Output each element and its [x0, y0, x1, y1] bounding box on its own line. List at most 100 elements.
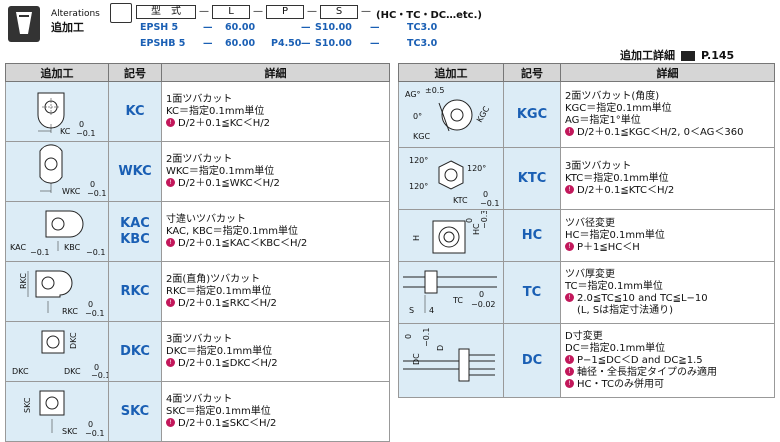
pin-icon: !: [565, 185, 574, 194]
code-wkc: WKC: [108, 141, 162, 202]
detail-skc: 4面ツバカット SKC＝指定0.1mm単位 !D/2＋0.1≦SKC＜H/2: [161, 381, 390, 442]
code-kgc: KGC: [503, 81, 561, 148]
svg-text:0: 0: [90, 180, 95, 189]
figure-skc: SKC SKC 0 −0.1: [5, 381, 109, 442]
code-ktc: KTC: [503, 147, 561, 210]
col-header-code: 記号: [108, 63, 162, 82]
svg-text:KBC: KBC: [64, 243, 81, 252]
detail-kac: 寸違いツバカット KAC, KBC＝指定0.1mm単位 !D/2＋0.1≦KAC…: [161, 201, 390, 262]
figure-dkc: DKC DKC DKC 0 −0.1: [5, 321, 109, 382]
box-s: S: [320, 5, 358, 19]
svg-text:KC: KC: [60, 127, 71, 136]
box-l: L: [212, 5, 250, 19]
svg-text:AG°: AG°: [405, 90, 421, 99]
svg-text:0: 0: [88, 300, 93, 309]
pin-icon: !: [565, 355, 574, 364]
table-row: DKC DKC DKC 0 −0.1 DKC 3面ツバカット DKC＝指定0.1…: [5, 321, 390, 382]
svg-text:120°: 120°: [409, 156, 428, 165]
svg-text:SKC: SKC: [62, 427, 78, 436]
svg-text:0: 0: [404, 333, 413, 338]
svg-text:0: 0: [479, 290, 484, 299]
figure-dc: DC 0 −0.1 D: [398, 323, 504, 398]
ref-page: P.145: [701, 49, 735, 62]
svg-text:KGC: KGC: [413, 132, 430, 141]
svg-text:0°: 0°: [413, 112, 422, 121]
svg-text:TC: TC: [452, 296, 463, 305]
detail-rkc: 2面(直角)ツバカット RKC＝指定0.1mm単位 !D/2＋0.1≦RKC＜H…: [161, 261, 390, 322]
svg-text:−0.1: −0.1: [85, 429, 104, 438]
alterations-table-right: 追加工 記号 詳細 AG° ±0.5 0° KGC KGC KGC 2面ツバカッ…: [398, 63, 775, 398]
table-row: H HC 0 −0.3 HC ツバ径変更 HC＝指定0.1mm単位 !P＋1≦H…: [398, 209, 775, 262]
svg-text:±0.5: ±0.5: [425, 86, 444, 95]
alterations-table-left: 追加工 記号 詳細 KC 0 −0.1 KC 1面ツバカット KC＝指定0.1m…: [5, 63, 390, 442]
pin-icon: !: [166, 358, 175, 367]
svg-text:−0.1: −0.1: [91, 371, 108, 380]
col-header-detail: 詳細: [161, 63, 390, 82]
pin-icon: !: [565, 127, 574, 136]
code-rkc: RKC: [108, 261, 162, 322]
svg-text:−0.1: −0.1: [30, 248, 49, 257]
svg-text:−0.1: −0.1: [87, 189, 106, 198]
table-row: RKC RKC 0 −0.1 RKC 2面(直角)ツバカット RKC＝指定0.1…: [5, 261, 390, 322]
code-kc: KC: [108, 81, 162, 142]
svg-text:0: 0: [483, 190, 488, 199]
svg-text:KAC: KAC: [10, 243, 26, 252]
table-row: S 4 TC 0 −0.02 TC ツバ厚変更 TC＝指定0.1mm単位 !2.…: [398, 261, 775, 324]
svg-text:−0.1: −0.1: [76, 129, 95, 138]
figure-ktc: 120° 120° 120° KTC 0 −0.1: [398, 147, 504, 210]
svg-text:120°: 120°: [409, 182, 428, 191]
pin-icon: !: [166, 298, 175, 307]
book-icon: [681, 51, 695, 61]
table-row: 120° 120° 120° KTC 0 −0.1 KTC 3面ツバカット KT…: [398, 147, 775, 210]
pin-icon: !: [565, 293, 574, 302]
detail-dkc: 3面ツバカット DKC＝指定0.1mm単位 !D/2＋0.1≦DKC＜H/2: [161, 321, 390, 382]
code-skc: SKC: [108, 381, 162, 442]
svg-text:0: 0: [94, 363, 99, 372]
detail-wkc: 2面ツバカット WKC＝指定0.1mm単位 !D/2＋0.1≦WKC＜H/2: [161, 141, 390, 202]
pin-icon: !: [166, 418, 175, 427]
table-row: KC 0 −0.1 KC 1面ツバカット KC＝指定0.1mm単位 !D/2＋0…: [5, 81, 390, 142]
code-tc: TC: [503, 261, 561, 324]
detail-kgc: 2面ツバカット(角度) KGC＝指定0.1mm単位 AG＝指定1°単位 !D/2…: [560, 81, 775, 148]
code-dkc: DKC: [108, 321, 162, 382]
table-row: WKC 0 −0.1 WKC 2面ツバカット WKC＝指定0.1mm単位 !D/…: [5, 141, 390, 202]
figure-tc: S 4 TC 0 −0.02: [398, 261, 504, 324]
ref-label: 追加工詳細: [620, 49, 675, 62]
figure-kac: KAC −0.1 KBC −0.1: [5, 201, 109, 262]
figure-wkc: WKC 0 −0.1: [5, 141, 109, 202]
detail-tc: ツバ厚変更 TC＝指定0.1mm単位 !2.0≦TC≦10 and TC≦L−1…: [560, 261, 775, 324]
pin-icon: !: [565, 242, 574, 251]
svg-text:DKC: DKC: [69, 332, 78, 349]
svg-text:−0.3: −0.3: [480, 211, 489, 229]
svg-text:−0.1: −0.1: [480, 199, 499, 208]
svg-text:SKC: SKC: [23, 397, 32, 413]
col-header-alteration: 追加工: [5, 63, 109, 82]
svg-text:RKC: RKC: [62, 307, 78, 316]
detail-kc: 1面ツバカット KC＝指定0.1mm単位 !D/2＋0.1≦KC＜H/2: [161, 81, 390, 142]
svg-text:−0.02: −0.02: [471, 300, 496, 309]
detail-ktc: 3面ツバカット KTC＝指定0.1mm単位 !D/2＋0.1≦KTC＜H/2: [560, 147, 775, 210]
alterations-icon: [8, 6, 40, 42]
col-header-code: 記号: [503, 63, 561, 82]
svg-text:KGC: KGC: [475, 104, 492, 124]
svg-text:−0.1: −0.1: [422, 327, 431, 346]
svg-text:0: 0: [88, 420, 93, 429]
svg-text:−0.1: −0.1: [86, 248, 105, 257]
detail-hc: ツバ径変更 HC＝指定0.1mm単位 !P＋1≦HC＜H: [560, 209, 775, 262]
svg-text:S: S: [409, 306, 414, 315]
alterations-etc: (HC・TC・DC…etc.): [376, 10, 482, 21]
order-icon: [110, 3, 132, 23]
svg-text:DKC: DKC: [12, 367, 29, 376]
svg-text:HC: HC: [472, 222, 481, 234]
detail-reference[interactable]: 追加工詳細 P.145: [620, 47, 734, 63]
detail-dc: D寸変更 DC＝指定0.1mm単位 !P−1≦DC＜D and DC≧1.5 !…: [560, 323, 775, 398]
table-row: AG° ±0.5 0° KGC KGC KGC 2面ツバカット(角度) KGC＝…: [398, 81, 775, 148]
svg-text:D: D: [436, 344, 445, 350]
svg-text:120°: 120°: [467, 164, 486, 173]
figure-kc: KC 0 −0.1: [5, 81, 109, 142]
page-title: Alterations 追加工: [51, 8, 100, 34]
svg-text:DC: DC: [412, 352, 421, 364]
box-p: P: [266, 5, 304, 19]
